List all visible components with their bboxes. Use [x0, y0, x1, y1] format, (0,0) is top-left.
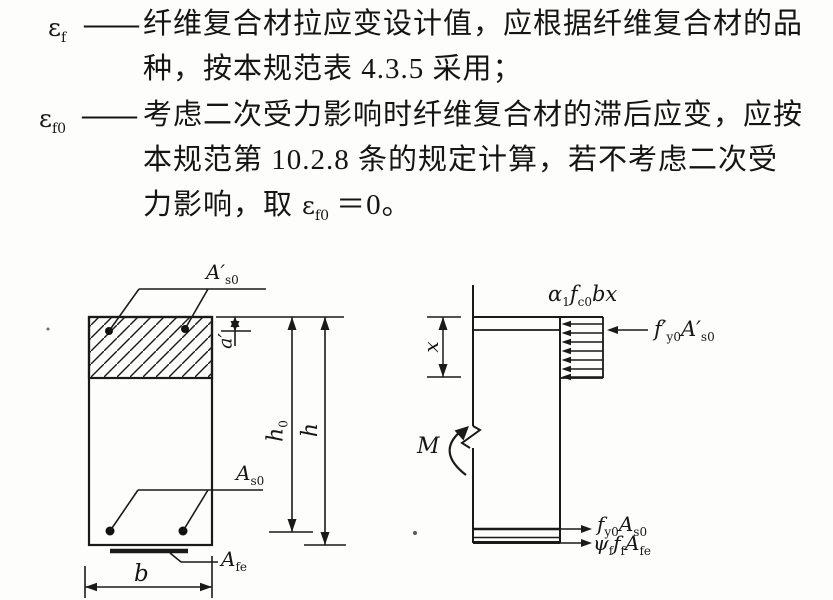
label-tension-steel-force: fy0As0	[597, 512, 648, 539]
definition-1-line-1: 纤维复合材拉应变设计值，应根据纤维复合材的品	[143, 8, 804, 40]
label-block-depth-x: x	[419, 341, 443, 353]
definition-2-line-2: 本规范第 10.2.8 条的规定计算，若不考虑二次受	[143, 144, 779, 176]
label-concrete-compression-force: α1fc0bx	[548, 282, 618, 310]
label-frp-force: ψfffAfe	[593, 531, 651, 558]
label-compression-steel-force: f′y0A′s0	[654, 317, 715, 345]
label-width-b: b	[134, 561, 149, 587]
inline-symbol-epsilon-f0: εf0	[302, 191, 330, 224]
stress-diagram	[427, 285, 648, 547]
cross-section-diagram	[46, 288, 417, 598]
label-top-steel-area: A′s0	[206, 260, 239, 287]
definition-1-line-2: 种，按本规范表 4.3.5 采用；	[143, 53, 523, 85]
term-symbol-epsilon-f0: εf0	[39, 104, 67, 137]
definition-dash: ——	[84, 8, 139, 40]
label-depth-h: h	[297, 422, 323, 438]
definition-2-line-3: 力影响，取 εf0 ＝0。	[143, 188, 412, 223]
label-cover-a-prime: a′	[214, 333, 237, 349]
label-moment-M: M	[417, 434, 440, 459]
label-effective-depth-h0: h0	[263, 420, 291, 442]
label-frp-area: Afe	[221, 547, 247, 574]
definition-2-line-1: 考虑二次受力影响时纤维复合材的滞后应变，应按	[143, 99, 804, 131]
label-bottom-steel-area: As0	[236, 461, 265, 488]
definition-dash: ——	[82, 99, 137, 131]
tail-text-before: 力影响，取	[143, 189, 294, 221]
compression-arrows	[569, 323, 603, 378]
term-symbol-epsilon-f: εf	[48, 13, 67, 46]
tail-text-after: ＝0。	[336, 189, 412, 221]
